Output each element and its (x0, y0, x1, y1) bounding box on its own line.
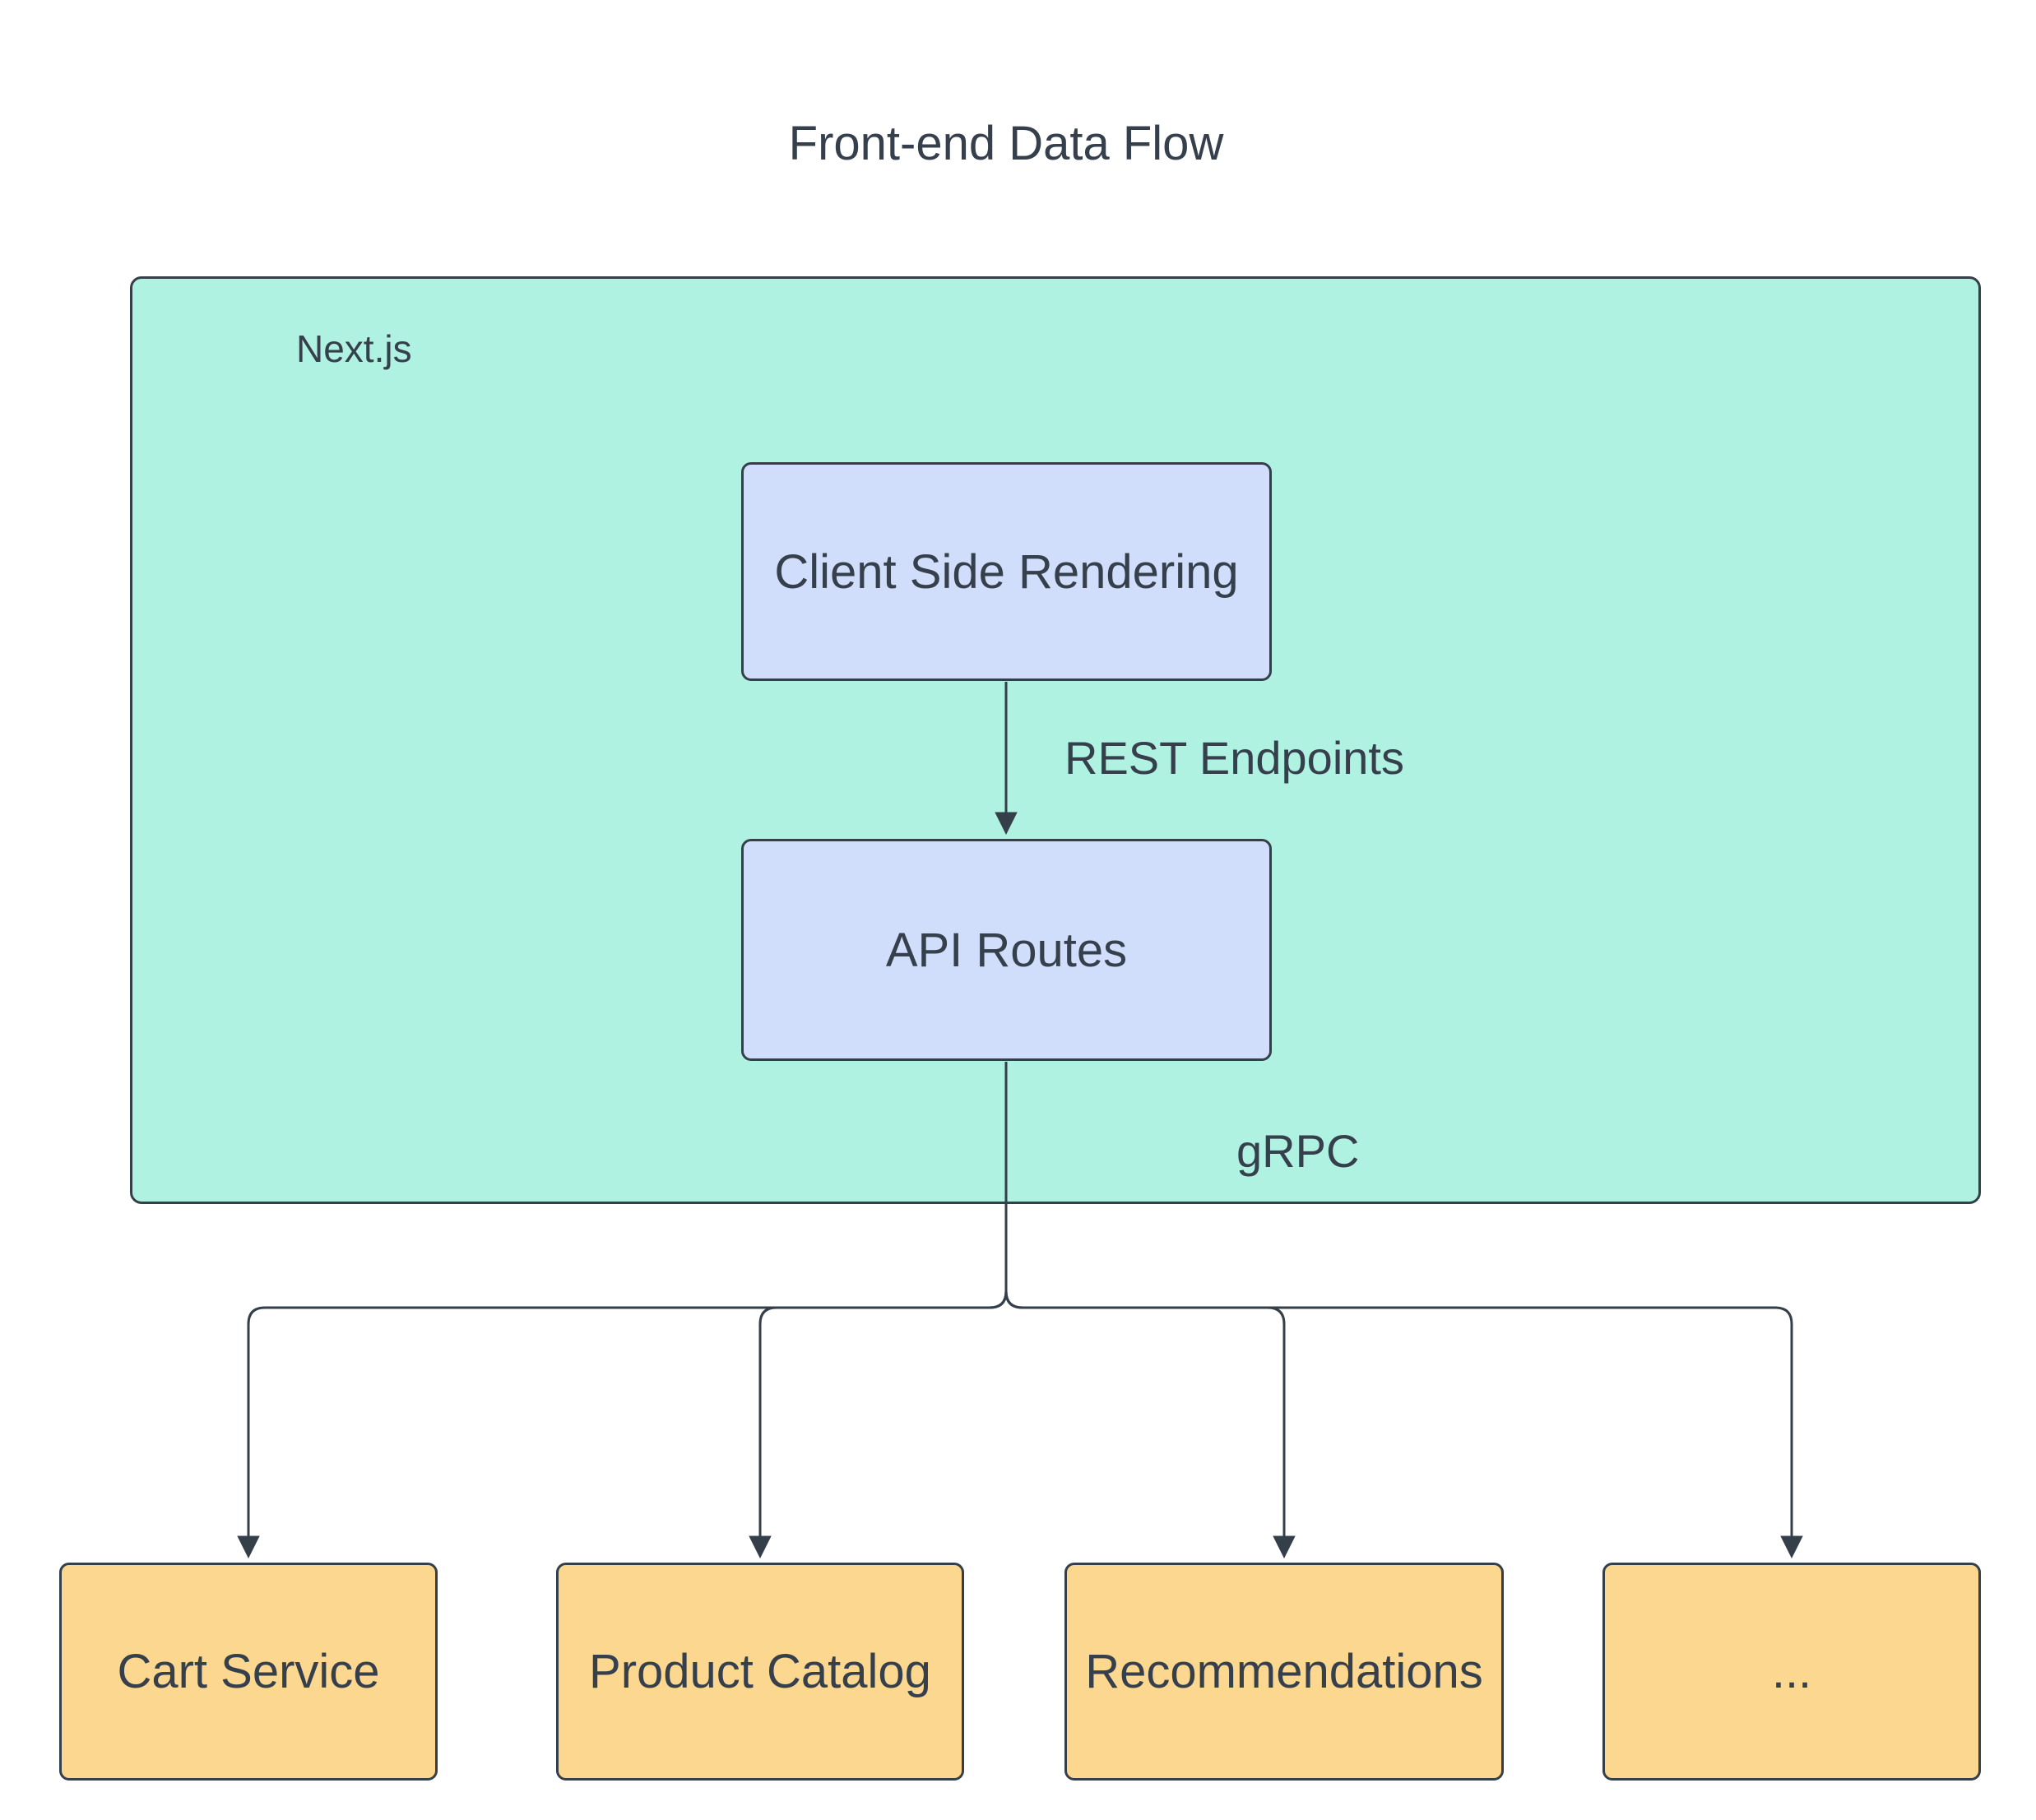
nextjs-subgraph-label: Next.js (296, 327, 412, 370)
node-product-catalog: Product Catalog (556, 1563, 964, 1781)
edge-api-to-cart-service (237, 1062, 1008, 1558)
node-recommendations-label: Recommendations (1085, 1645, 1483, 1698)
node-cart-service-label: Cart Service (117, 1645, 380, 1698)
node-product-catalog-label: Product Catalog (589, 1645, 931, 1698)
node-client-side-rendering: Client Side Rendering (741, 462, 1272, 681)
node-more-services: ... (1602, 1563, 1981, 1781)
node-recommendations: Recommendations (1064, 1563, 1504, 1781)
edge-label-rest-endpoints: REST Endpoints (1064, 732, 1404, 784)
edge-api-to-product-catalog (749, 1062, 1008, 1558)
node-cart-service: Cart Service (59, 1563, 438, 1781)
node-api-routes: API Routes (741, 839, 1272, 1061)
edge-label-grpc: gRPC (1236, 1125, 1360, 1177)
node-client-side-rendering-label: Client Side Rendering (774, 544, 1239, 599)
node-more-services-label: ... (1771, 1645, 1812, 1698)
diagram-title: Front-end Data Flow (788, 117, 1224, 170)
edge-api-to-more-services (1004, 1062, 1803, 1558)
node-api-routes-label: API Routes (885, 923, 1128, 977)
